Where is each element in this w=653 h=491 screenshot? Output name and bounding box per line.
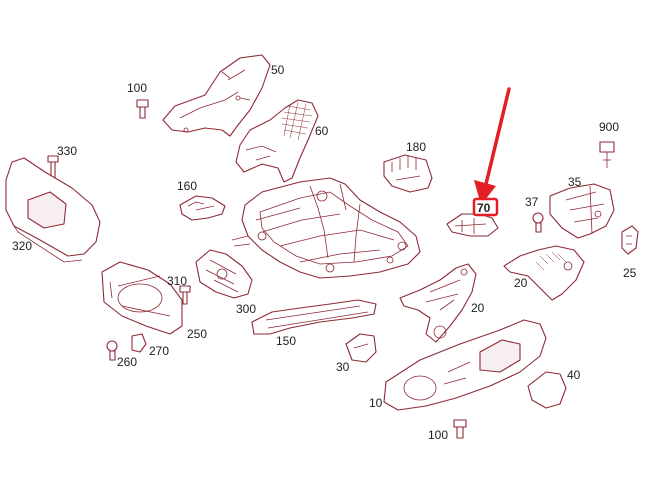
part-25[interactable] xyxy=(621,225,639,255)
seat-frame[interactable] xyxy=(231,177,421,279)
label-150[interactable]: 150 xyxy=(276,334,296,348)
label-300[interactable]: 300 xyxy=(236,302,256,316)
part-20-center[interactable] xyxy=(399,263,477,343)
label-900[interactable]: 900 xyxy=(599,120,619,134)
label-35[interactable]: 35 xyxy=(568,175,582,189)
part-35[interactable] xyxy=(549,183,615,239)
label-310[interactable]: 310 xyxy=(167,274,187,288)
label-70-highlighted[interactable]: 70 xyxy=(477,201,491,215)
highlight-arrow-shaft xyxy=(484,87,511,186)
part-320[interactable] xyxy=(5,157,101,263)
label-30[interactable]: 30 xyxy=(336,360,350,374)
part-100-bolt-top[interactable] xyxy=(136,99,149,119)
part-310-pin[interactable] xyxy=(179,285,191,305)
label-100-top[interactable]: 100 xyxy=(127,81,147,95)
label-37[interactable]: 37 xyxy=(525,195,539,209)
part-20-right[interactable] xyxy=(503,245,585,301)
highlight-box xyxy=(472,197,499,217)
part-180[interactable] xyxy=(383,154,433,193)
part-40[interactable] xyxy=(527,371,567,409)
part-37-screw[interactable] xyxy=(532,212,544,233)
part-300[interactable] xyxy=(195,249,253,299)
part-160[interactable] xyxy=(179,195,226,221)
label-320[interactable]: 320 xyxy=(12,239,32,253)
label-160[interactable]: 160 xyxy=(177,179,197,193)
part-900-connector[interactable] xyxy=(599,141,615,168)
part-250[interactable] xyxy=(101,261,183,335)
label-20-center[interactable]: 20 xyxy=(471,301,485,315)
label-50[interactable]: 50 xyxy=(271,63,285,77)
label-250[interactable]: 250 xyxy=(187,327,207,341)
label-180[interactable]: 180 xyxy=(406,140,426,154)
label-20-right[interactable]: 20 xyxy=(514,276,528,290)
label-10[interactable]: 10 xyxy=(369,396,383,410)
part-30[interactable] xyxy=(345,333,377,363)
label-270[interactable]: 270 xyxy=(149,344,169,358)
part-330-pin[interactable] xyxy=(47,155,59,179)
part-10[interactable] xyxy=(383,319,547,411)
label-100-bottom[interactable]: 100 xyxy=(428,428,448,442)
part-70[interactable] xyxy=(446,213,499,237)
part-150[interactable] xyxy=(251,299,377,335)
label-40[interactable]: 40 xyxy=(567,368,581,382)
label-260[interactable]: 260 xyxy=(117,355,137,369)
label-25[interactable]: 25 xyxy=(623,266,637,280)
part-60[interactable] xyxy=(235,99,319,183)
part-50[interactable] xyxy=(162,54,271,137)
part-260-screw[interactable] xyxy=(106,340,118,361)
label-60[interactable]: 60 xyxy=(315,124,329,138)
label-330[interactable]: 330 xyxy=(57,144,77,158)
part-100-bolt-bottom[interactable] xyxy=(453,419,467,439)
part-270-clip[interactable] xyxy=(131,333,147,353)
